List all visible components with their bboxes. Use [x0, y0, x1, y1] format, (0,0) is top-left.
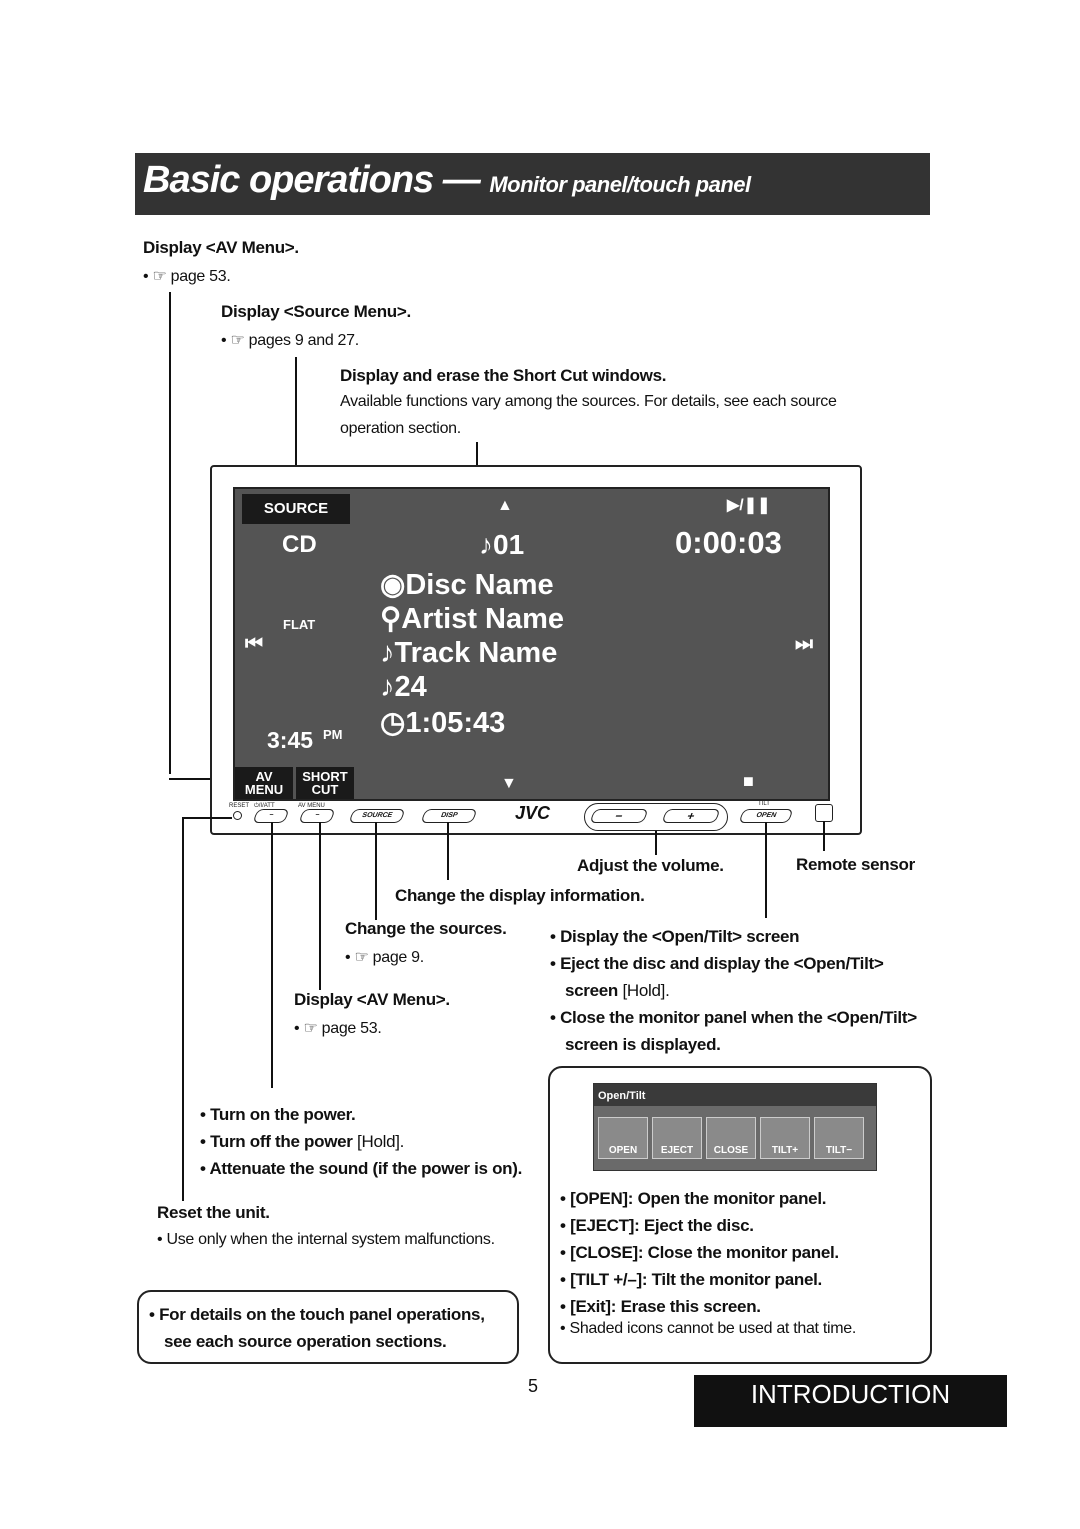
leader-line	[295, 357, 297, 492]
leader-line	[169, 778, 237, 780]
power-label: ⏻/I/ATT	[254, 803, 275, 809]
av-menu-label: AV MENU	[298, 803, 325, 809]
callout-source-menu-title: Display <Source Menu>.	[221, 302, 411, 321]
callout-short-cut-desc-2: operation section.	[340, 420, 461, 437]
page-subtitle: Monitor panel/touch panel	[489, 172, 751, 197]
list-item: • [CLOSE]: Close the monitor panel.	[560, 1243, 839, 1262]
leader-line	[655, 831, 657, 855]
remote-sensor	[815, 804, 833, 822]
artist-icon: ⚲	[380, 603, 402, 635]
list-item: • [OPEN]: Open the monitor panel.	[560, 1189, 827, 1208]
section-tab: INTRODUCTION	[694, 1375, 1007, 1427]
open-icon[interactable]: OPEN	[598, 1117, 648, 1159]
callout-reset-title: Reset the unit.	[157, 1203, 270, 1222]
total-tracks: ♪24	[380, 671, 427, 703]
leader-line	[271, 822, 273, 1088]
open-tilt-title: Open/Tilt	[598, 1090, 646, 1102]
list-item: • [TILT +/–]: Tilt the monitor panel.	[560, 1270, 822, 1289]
leader-line	[182, 817, 232, 819]
up-arrow-icon[interactable]: ▲	[497, 497, 513, 514]
reset-button[interactable]	[233, 811, 242, 820]
leader-line	[447, 822, 449, 880]
callout-change-sources-ref: • ☞ page 9.	[345, 949, 424, 966]
disc-name-row: ◉Disc Name	[380, 569, 554, 601]
leader-line	[169, 292, 171, 774]
source-name: CD	[282, 531, 317, 558]
leader-line	[765, 822, 767, 918]
elapsed-time: 0:00:03	[675, 525, 782, 560]
volume-rocker	[584, 803, 728, 831]
play-pause-icon[interactable]: ▶/❚❚	[727, 497, 771, 514]
callout-reset-note: • Use only when the internal system malf…	[157, 1231, 495, 1248]
down-arrow-icon[interactable]: ▼	[501, 775, 517, 792]
leader-line	[182, 819, 184, 1201]
disp-button[interactable]: DISP	[420, 809, 478, 823]
tilt-label: TILT	[758, 801, 770, 807]
eq-mode: FLAT	[283, 617, 316, 632]
note-icon: ♪	[380, 637, 395, 669]
page-title: Basic operations — Monitor panel/touch p…	[143, 159, 751, 201]
clock-icon: ◷	[380, 707, 406, 739]
callout-av-menu-top-ref: • ☞ page 53.	[143, 268, 231, 285]
jvc-logo: JVC	[515, 803, 551, 823]
track-number: ♪01	[479, 529, 525, 560]
list-item: • [Exit]: Erase this screen.	[560, 1297, 761, 1316]
open-tilt-list: • [OPEN]: Open the monitor panel. • [EJE…	[560, 1185, 839, 1320]
stop-icon[interactable]: ■	[743, 771, 754, 791]
total-time-row: ◷1:05:43	[380, 707, 506, 739]
volume-down-button[interactable]: −	[589, 809, 649, 823]
callout-remote-sensor: Remote sensor	[796, 855, 915, 874]
callout-power-list: • Turn on the power. • Turn off the powe…	[200, 1105, 523, 1178]
artist-name-row: ⚲Artist Name	[380, 603, 565, 635]
track-name-row: ♪Track Name	[380, 637, 558, 669]
open-tilt-note: • Shaded icons cannot be used at that ti…	[560, 1320, 857, 1337]
reset-label: RESET	[229, 803, 250, 809]
touch-screen: SOURCE ▲ ▶/❚❚ CD ♪01 0:00:03 ◉Disc Name …	[233, 487, 830, 801]
callout-short-cut-title: Display and erase the Short Cut windows.	[340, 366, 667, 385]
page-header: Basic operations — Monitor panel/touch p…	[135, 153, 930, 215]
disc-icon: ◉	[380, 569, 406, 601]
callout-av-menu-bottom-ref: • ☞ page 53.	[294, 1020, 382, 1037]
callout-av-menu-bottom-title: Display <AV Menu>.	[294, 990, 450, 1009]
leader-line	[823, 821, 825, 851]
list-item: • [EJECT]: Eject the disc.	[560, 1216, 754, 1235]
clock-ampm: PM	[323, 727, 343, 742]
previous-icon[interactable]: ⏮	[245, 633, 263, 655]
tilt-plus-icon[interactable]: TILT+	[760, 1117, 810, 1159]
callout-adjust-volume: Adjust the volume.	[577, 856, 724, 875]
short-cut-button[interactable]: SHORT CUT	[296, 767, 354, 799]
leader-line	[375, 822, 377, 920]
next-icon[interactable]: ⏭	[795, 633, 813, 655]
source-hw-button[interactable]: SOURCE	[348, 809, 406, 823]
leader-line	[319, 822, 321, 990]
source-button[interactable]: SOURCE	[242, 494, 350, 524]
close-icon[interactable]: CLOSE	[706, 1117, 756, 1159]
callout-av-menu-top-title: Display <AV Menu>.	[143, 238, 299, 257]
page-number: 5	[528, 1376, 539, 1396]
callout-open-tilt-list: • Display the <Open/Tilt> screen • Eject…	[550, 927, 917, 1054]
callout-source-menu-ref: • ☞ pages 9 and 27.	[221, 332, 359, 349]
open-button[interactable]: OPEN	[738, 809, 794, 823]
av-menu-screen-button[interactable]: AV MENU	[235, 767, 293, 799]
volume-up-button[interactable]: +	[661, 809, 721, 823]
tilt-minus-icon[interactable]: TILT−	[814, 1117, 864, 1159]
callout-change-display: Change the display information.	[395, 886, 645, 905]
callout-short-cut-desc: Available functions vary among the sourc…	[340, 393, 837, 410]
eject-icon[interactable]: EJECT	[652, 1117, 702, 1159]
callout-change-sources-title: Change the sources.	[345, 919, 507, 938]
touch-note-text: • For details on the touch panel operati…	[149, 1305, 485, 1351]
touch-note-box: • For details on the touch panel operati…	[137, 1290, 519, 1364]
clock: 3:45	[267, 727, 314, 753]
